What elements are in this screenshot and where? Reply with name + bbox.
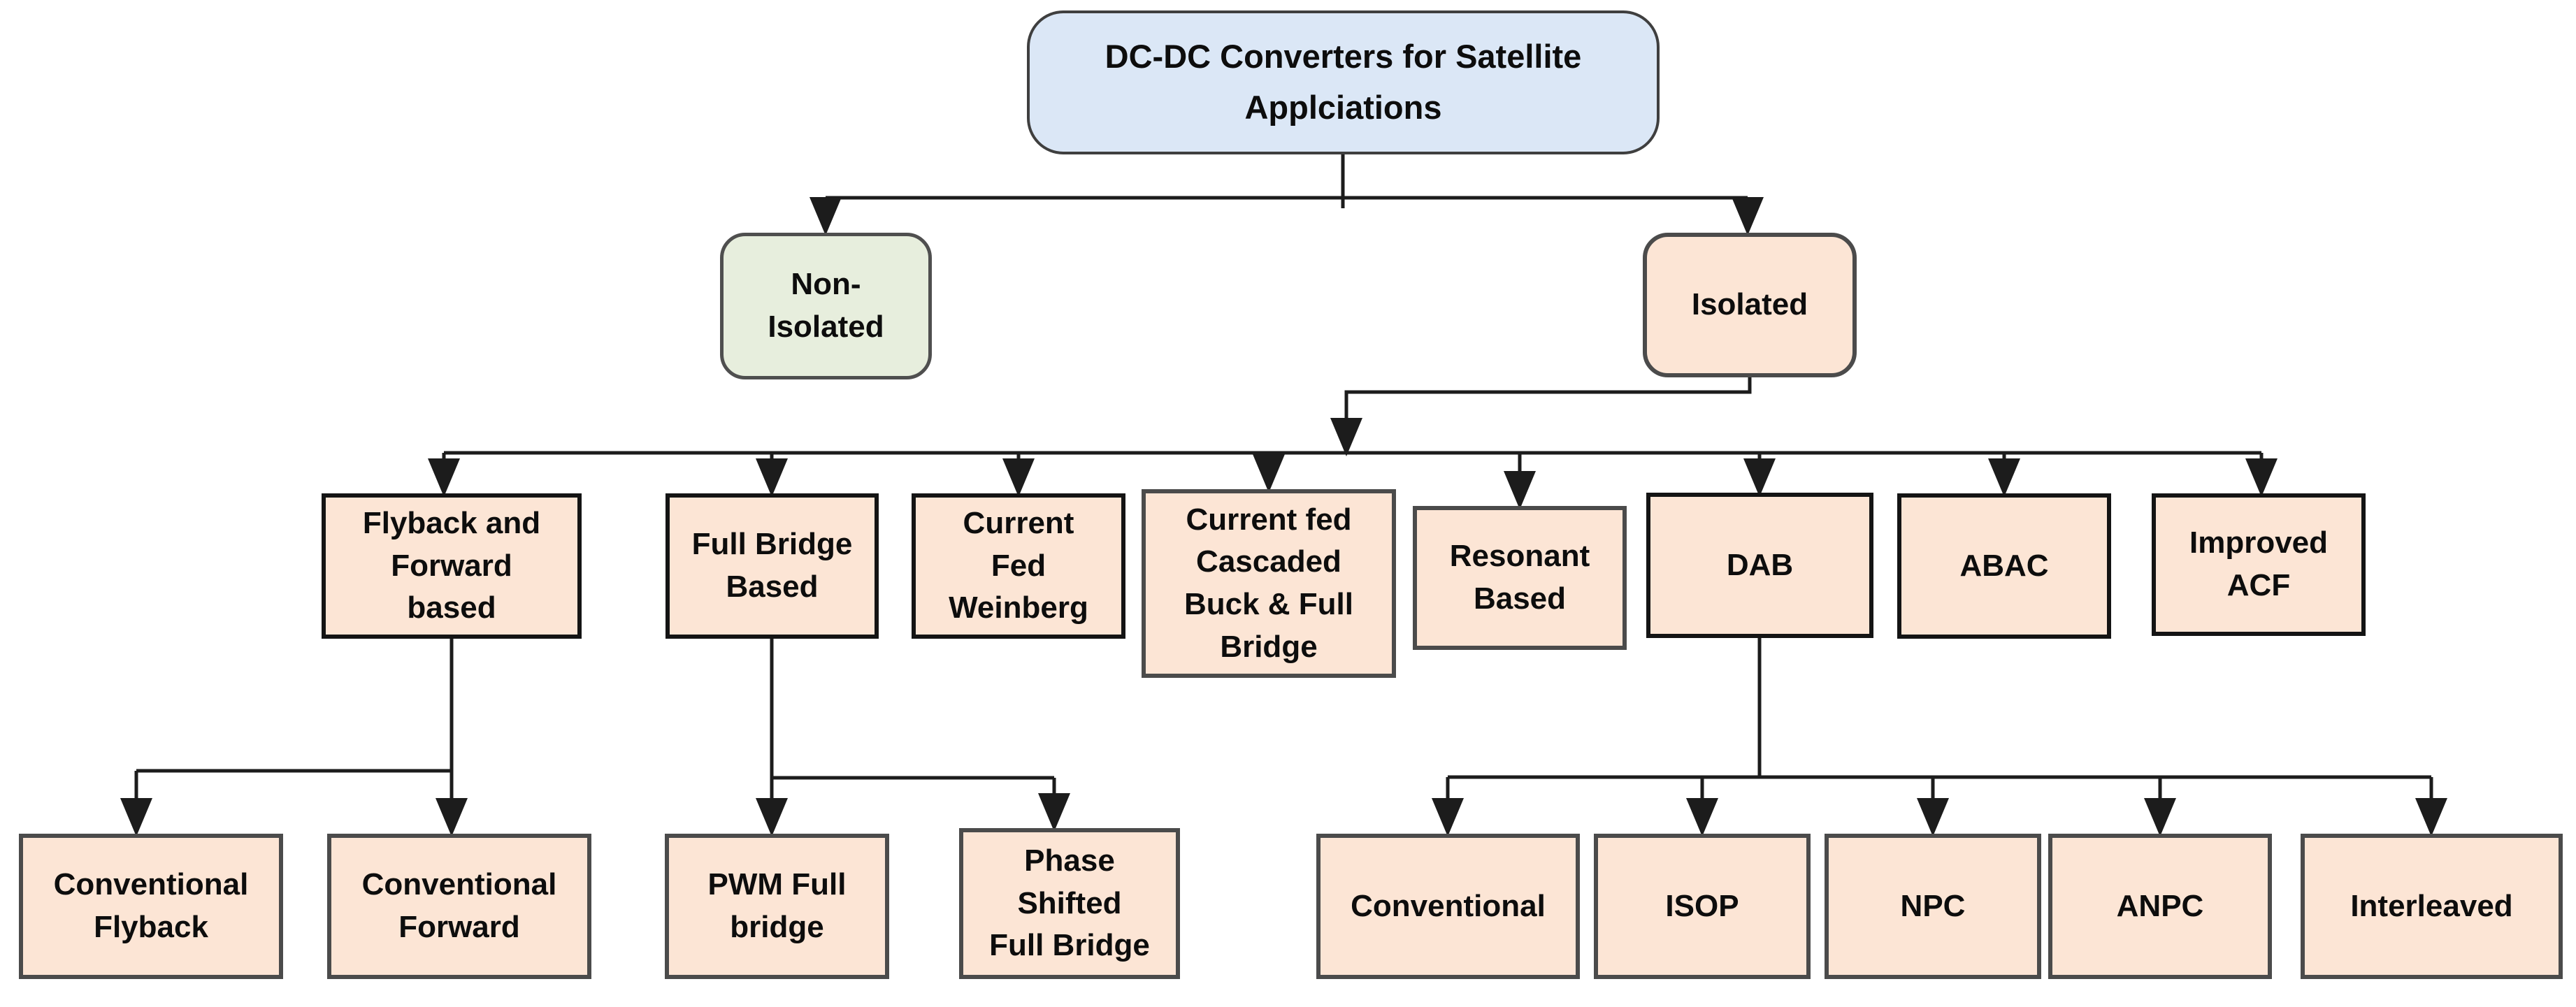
node-label: Full Bridge Based xyxy=(691,527,853,604)
edge-line-flyback-subtree xyxy=(134,637,454,801)
node-improved_acf: Improved ACF xyxy=(2152,493,2366,636)
node-label: NPC xyxy=(1900,888,1966,923)
arrowhead xyxy=(2415,798,2447,836)
arrowhead xyxy=(1988,458,2020,497)
arrowhead xyxy=(120,798,152,836)
arrowhead xyxy=(810,197,842,236)
arrowhead xyxy=(1002,458,1035,497)
node-label: DAB xyxy=(1726,547,1794,582)
node-label: Conventional Flyback xyxy=(53,867,249,944)
arrowhead xyxy=(1504,471,1536,509)
arrowhead xyxy=(2144,798,2176,836)
arrowhead xyxy=(756,798,788,836)
node-isolated: Isolated xyxy=(1643,233,1857,377)
node-label: DC-DC Converters for Satellite Applciati… xyxy=(1104,38,1582,126)
node-label: Flyback and Forward based xyxy=(362,505,541,625)
node-conv_forward: Conventional Forward xyxy=(327,834,591,979)
node-conv_flyback: Conventional Flyback xyxy=(19,834,283,979)
node-dab_conventional: Conventional xyxy=(1316,834,1580,979)
node-npc: NPC xyxy=(1825,834,2041,979)
edge-line-root-split xyxy=(826,154,1748,208)
node-label: Conventional xyxy=(1351,888,1546,923)
node-label: Current Fed Weinberg xyxy=(949,505,1088,625)
node-label: Non- Isolated xyxy=(768,267,884,344)
arrowhead xyxy=(1432,798,1464,836)
node-pwm_full_bridge: PWM Full bridge xyxy=(665,834,889,979)
node-label: Isolated xyxy=(1691,287,1808,322)
node-cf_cascaded: Current fed Cascaded Buck & Full Bridge xyxy=(1142,489,1396,678)
node-anpc: ANPC xyxy=(2048,834,2272,979)
arrowhead xyxy=(1330,418,1362,456)
edge-line-level3-distribution xyxy=(442,451,2264,474)
arrowhead xyxy=(1743,458,1776,497)
node-label: Improved ACF xyxy=(2189,526,2329,602)
node-isop: ISOP xyxy=(1594,834,1811,979)
node-label: Interleaved xyxy=(2350,888,2513,923)
node-non_isolated: Non- Isolated xyxy=(720,233,932,379)
edge-line-isolated-elbow xyxy=(1344,376,1752,419)
arrowhead xyxy=(1917,798,1949,836)
node-label: Resonant Based xyxy=(1449,539,1590,616)
node-cf_weinberg: Current Fed Weinberg xyxy=(912,493,1125,639)
node-label: Conventional Forward xyxy=(361,867,557,944)
node-label: PWM Full bridge xyxy=(707,867,847,944)
node-label: ISOP xyxy=(1665,888,1739,923)
node-root: DC-DC Converters for Satellite Applciati… xyxy=(1027,10,1660,154)
arrowhead xyxy=(1038,793,1070,832)
node-label: Current fed Cascaded Buck & Full Bridge xyxy=(1183,502,1354,664)
arrowhead xyxy=(756,458,788,497)
arrowhead xyxy=(436,798,468,836)
arrowhead xyxy=(1253,454,1285,493)
node-full_bridge: Full Bridge Based xyxy=(665,493,879,639)
node-resonant: Resonant Based xyxy=(1413,506,1627,650)
arrowhead xyxy=(428,458,460,497)
node-abac: ABAC xyxy=(1897,493,2111,639)
edge-line-fullbridge-subtree xyxy=(770,637,1056,801)
node-dab: DAB xyxy=(1646,493,1873,638)
arrowhead xyxy=(1732,197,1764,236)
node-flyback_forward: Flyback and Forward based xyxy=(322,493,582,639)
node-label: Phase Shifted Full Bridge xyxy=(989,843,1150,963)
node-ps_full_bridge: Phase Shifted Full Bridge xyxy=(959,828,1180,979)
arrowhead xyxy=(2245,458,2278,497)
edge-line-dab-subtree xyxy=(1446,637,2433,801)
node-interleaved: Interleaved xyxy=(2301,834,2563,979)
arrowhead xyxy=(1686,798,1718,836)
node-label: ANPC xyxy=(2116,888,2204,923)
node-label: ABAC xyxy=(1959,548,2049,583)
